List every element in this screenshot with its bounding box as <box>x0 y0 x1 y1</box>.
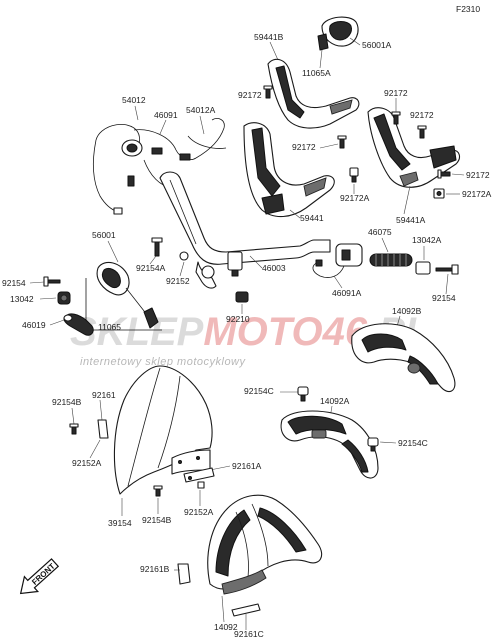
watermark-tagline: internetowy sklep motocyklowy <box>80 356 247 368</box>
throttle-cable-harness <box>92 118 227 215</box>
label-92154-b: 92154 <box>432 293 456 303</box>
nut-92210 <box>235 291 249 303</box>
windshield-39154 <box>113 365 213 495</box>
nut-92172A-a <box>349 167 359 183</box>
label-92154C-b: 92154C <box>398 438 428 448</box>
screw-92154B-a <box>69 423 79 435</box>
label-92172-a: 92172 <box>238 90 262 100</box>
bolt-92154-a <box>43 276 61 287</box>
bolt-92154A <box>151 237 163 257</box>
lower-bracket-59441 <box>243 122 335 218</box>
figure-code: F2310 <box>456 4 480 14</box>
label-46091: 46091 <box>154 110 178 120</box>
label-92154-a: 92154 <box>2 278 26 288</box>
grip-46075 <box>369 253 413 267</box>
label-92161B: 92161B <box>140 564 170 574</box>
side-bracket-59441A <box>367 107 461 188</box>
label-59441A: 59441A <box>396 215 426 225</box>
watermark: SKLEPMOTO46.PL internetowy sklep motocyk… <box>70 310 429 368</box>
label-14092B: 14092B <box>392 306 422 316</box>
label-92154C-a: 92154C <box>244 386 274 396</box>
label-46075: 46075 <box>368 227 392 237</box>
bracket-92161A <box>183 467 215 483</box>
label-92210: 92210 <box>226 314 250 324</box>
weight-13042A <box>415 261 431 275</box>
label-92172A-a: 92172A <box>340 193 370 203</box>
front-arrow: FRONT <box>19 558 60 595</box>
bolt-92172-e <box>437 169 451 179</box>
label-92172A-b: 92172A <box>462 189 492 199</box>
trim-92161C <box>231 603 261 617</box>
label-46019: 46019 <box>22 320 46 330</box>
screw-92154B-b <box>153 485 163 497</box>
grip-46019 <box>63 313 94 336</box>
label-56001: 56001 <box>92 230 116 240</box>
bolt-92172-d <box>417 125 427 139</box>
label-92172-e: 92172 <box>466 170 490 180</box>
label-14092: 14092 <box>214 622 238 632</box>
label-92152A-b: 92152A <box>184 507 214 517</box>
washer-92152A-b <box>197 481 205 489</box>
watermark-text: SKLEPMOTO46.PL <box>70 310 429 354</box>
label-92154A: 92154A <box>136 263 166 273</box>
label-92152A-a: 92152A <box>72 458 102 468</box>
label-13042A: 13042A <box>412 235 442 245</box>
label-14092A: 14092A <box>320 396 350 406</box>
washer-92152 <box>179 251 189 261</box>
label-13042: 13042 <box>10 294 34 304</box>
label-92154B-a: 92154B <box>52 397 82 407</box>
switch-housing <box>312 243 363 278</box>
label-92172-b: 92172 <box>292 142 316 152</box>
front-arrow-icon <box>19 558 60 595</box>
bolt-92172-b <box>337 135 347 149</box>
screw-92154C-b <box>367 437 379 452</box>
label-39154: 39154 <box>108 518 132 528</box>
label-92161A: 92161A <box>232 461 262 471</box>
right-mirror-stem <box>317 33 329 51</box>
nut-92172A-b <box>433 188 445 199</box>
screw-92154C-a <box>297 386 309 402</box>
label-46003: 46003 <box>262 263 286 273</box>
handlebar-46003 <box>159 171 331 289</box>
label-59441: 59441 <box>300 213 324 223</box>
cover-14092B <box>351 323 456 393</box>
label-92161: 92161 <box>92 390 116 400</box>
right-mirror-inner <box>329 21 352 41</box>
cover-14092A <box>280 410 379 479</box>
label-59441B: 59441B <box>254 32 284 42</box>
label-11065: 11065 <box>98 322 121 332</box>
trim-92161B <box>177 563 191 585</box>
front-cowl-14092 <box>207 494 323 595</box>
label-92172-c: 92172 <box>384 88 408 98</box>
label-54012: 54012 <box>122 95 146 105</box>
label-92161C: 92161C <box>234 629 264 639</box>
label-92154B-b: 92154B <box>142 515 172 525</box>
weight-13042 <box>57 291 71 305</box>
label-46091A: 46091A <box>332 288 362 298</box>
label-54012A: 54012A <box>186 105 216 115</box>
label-92172-d: 92172 <box>410 110 434 120</box>
watermark-brand-b: MOTO <box>203 310 322 354</box>
right-mirror-assembly <box>317 16 359 51</box>
upper-bracket-59441B <box>267 58 360 129</box>
label-92152: 92152 <box>166 276 190 286</box>
label-11065A: 11065A <box>302 68 331 78</box>
bolt-92172-a <box>263 85 273 99</box>
bracket-92161 <box>97 419 109 439</box>
bolt-92154-b <box>435 264 459 275</box>
label-56001A: 56001A <box>362 40 392 50</box>
